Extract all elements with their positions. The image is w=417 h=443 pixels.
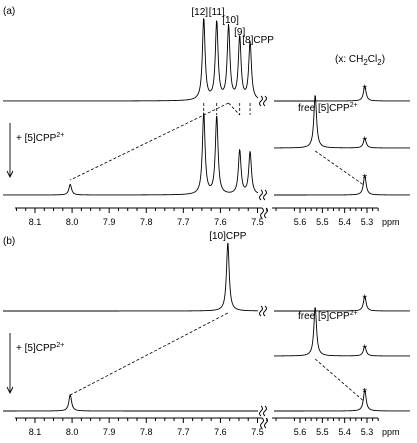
x-tick-label: 5.5 [316,427,329,437]
peak-label: [8]CPP [242,35,274,46]
x-tick-label: 7.9 [103,217,116,227]
spectrum-trace-right [273,95,410,149]
addition-label: + [5]CPP2+ [16,132,64,144]
x-axis-label: ppm [382,217,400,227]
spectrum-middle: * [273,95,410,149]
addition-arrowhead [6,386,14,395]
x-tick-label: 5.4 [338,217,351,227]
spectrum-trace-right [274,296,410,312]
free-label: free [5]CPP2+ [298,310,358,322]
spectrum-trace-left [3,242,259,312]
x-tick-label: 5.6 [294,427,307,437]
x-tick-label: 7.5 [251,217,264,227]
x-axis: 8.1 8.0 7.9 7.8 7.7 7.6 7.5 5.6 5.5 5.4 5.3 ppm [15,207,400,227]
addition-arrowhead [6,170,14,179]
x-tick-label: 8.0 [66,427,79,437]
x-tick-label: 7.7 [177,427,190,437]
x-tick-label: 7.8 [140,427,153,437]
correlation-line [314,150,364,186]
axis-break-mark [263,405,267,417]
solvent-asterisk: * [362,342,367,356]
peak-label: [10] [222,15,239,26]
free-label: free [5]CPP2+ [298,102,358,114]
panel-label: (b) [3,236,15,247]
spectrum-top: * [10]CPP [3,231,410,317]
solvent-asterisk: * [362,171,367,185]
spectrum-trace-right [274,389,410,412]
panel-label: (a) [3,6,15,17]
x-tick-label: 8.1 [29,427,42,437]
spectrum-middle: * [274,307,410,357]
axis-break-mark [259,189,263,201]
x-axis-label: ppm [382,427,400,437]
x-tick-label: 7.5 [251,427,264,437]
peak-label: [10]CPP [209,231,247,242]
spectrum-trace-right [274,175,411,196]
addition-label: + [5]CPP2+ [16,342,64,354]
peak-label: [12] [191,7,208,18]
spectrum-trace-right [274,307,410,357]
x-tick-label: 7.6 [214,217,227,227]
x-tick-label: 8.0 [66,217,79,227]
axis-break-mark [263,189,267,201]
axis-break-mark [259,405,263,417]
spectrum-trace-right [274,86,410,102]
x-tick-label: 5.3 [361,217,374,227]
solvent-asterisk: * [362,82,367,96]
x-tick-label: 7.8 [140,217,153,227]
x-tick-label: 5.4 [338,427,351,437]
axis-break-mark [259,95,263,107]
solvent-asterisk: * [362,386,367,400]
correlation-line [70,102,229,181]
solvent-asterisk: * [362,292,367,306]
correlation-line [228,102,240,116]
spectrum-trace-left [3,112,259,196]
axis-break-mark [263,95,267,107]
spectrum-top: * [12][11][10][9][8]CPP [3,7,410,107]
x-tick-label: 8.1 [29,217,42,227]
axis-break-mark [260,417,264,429]
peak-label: [11] [209,7,225,18]
x-tick-label: 5.6 [294,217,307,227]
spectrum-bottom: * [3,386,410,417]
spectrum-trace-left [3,394,258,412]
x-tick-label: 5.3 [361,427,374,437]
peak-label: [9] [234,27,245,38]
spectrum-bottom: * [3,112,411,201]
x-tick-label: 7.7 [177,217,190,227]
solvent-asterisk: * [362,134,367,148]
axis-break-mark [263,305,267,317]
panel-a: (a) (x: CH2Cl2) * [12][11][10][9][8]CPP * * + … [3,6,411,227]
x-tick-label: 5.5 [316,217,329,227]
x-axis: 8.1 8.0 7.9 7.8 7.7 7.6 7.5 5.6 5.5 5.4 5.3 ppm [15,417,400,437]
axis-break-mark [259,305,263,317]
correlation-line [70,312,229,396]
correlation-line [314,358,364,402]
x-tick-label: 7.9 [103,427,116,437]
solvent-note: (x: CH2Cl2) [335,54,385,67]
x-tick-label: 7.6 [214,427,227,437]
spectrum-trace-left [3,17,259,102]
axis-break-mark [260,207,264,219]
